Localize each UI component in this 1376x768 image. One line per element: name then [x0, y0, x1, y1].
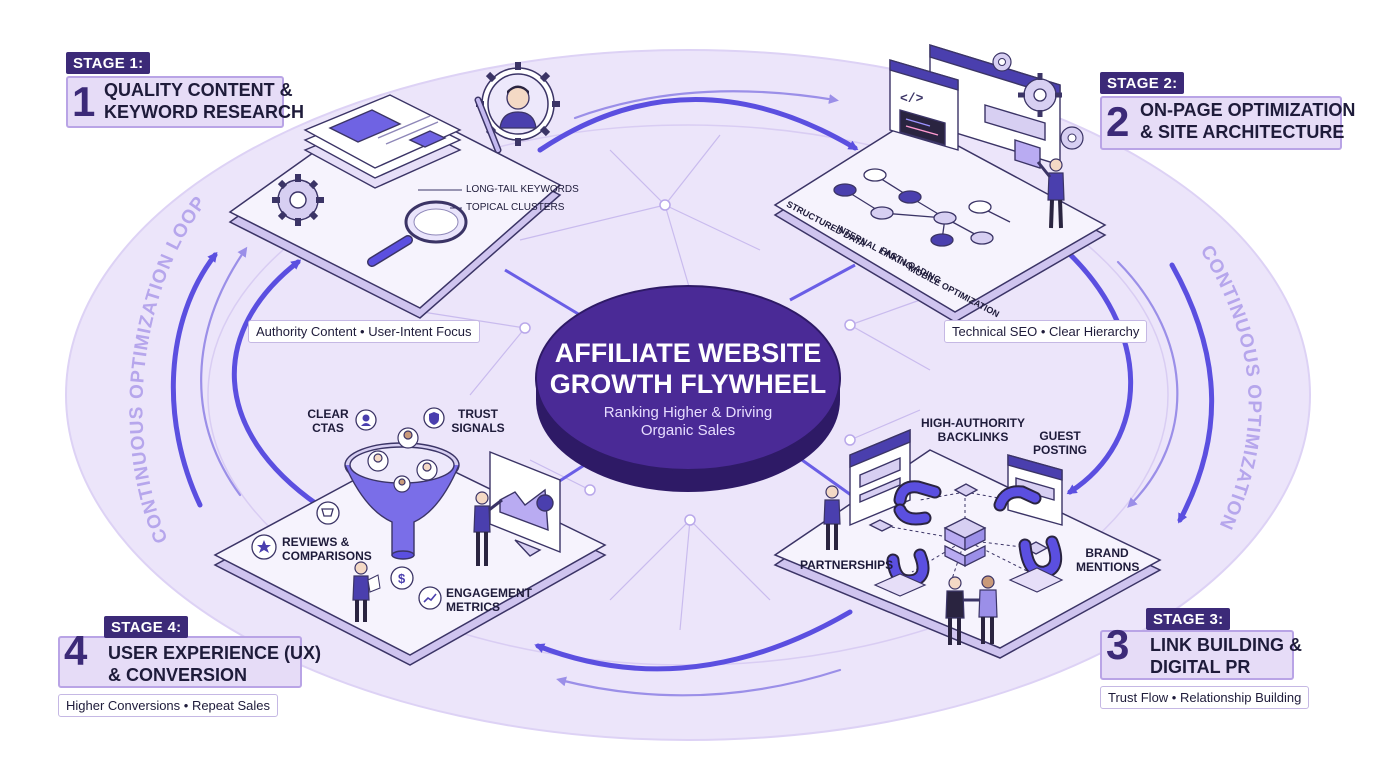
stage3-title-line1: LINK BUILDING & [1150, 635, 1302, 655]
stage3-label-guest-posting: GUEST POSTING [1032, 429, 1087, 457]
stage1-box [66, 76, 284, 128]
stage2-box [1100, 96, 1342, 150]
stage3-tag: STAGE 3: [1146, 608, 1231, 630]
person-circle-icon [355, 409, 377, 431]
stage3-title: LINK BUILDING & DIGITAL PR [1150, 634, 1302, 678]
document-icon [303, 94, 462, 189]
shield-icon [423, 407, 445, 429]
hub-title: AFFILIATE WEBSITE GROWTH FLYWHEEL [538, 338, 838, 400]
magnifier-icon [367, 200, 468, 267]
stage2-tag: STAGE 2: [1100, 72, 1185, 94]
network-lines [409, 134, 931, 631]
stage2-tagline: Technical SEO • Clear Hierarchy [944, 320, 1148, 343]
stage2-title-line2: & SITE ARCHITECTURE [1140, 122, 1345, 142]
code-window-icon: </> [889, 44, 1061, 169]
sitemap-icon [833, 168, 1011, 247]
hub-disc [535, 285, 841, 492]
pencil-icon [474, 96, 502, 154]
star-icon [251, 534, 277, 560]
gear-icon [1060, 126, 1084, 150]
stage3-label-brand-mentions: BRAND MENTIONS [1076, 546, 1140, 574]
hub-title-line1: AFFILIATE WEBSITE [554, 338, 822, 368]
person-icon [352, 561, 381, 622]
stage1-label-pointers [418, 189, 462, 209]
stage3-title-line2: DIGITAL PR [1150, 657, 1251, 677]
stage3-box [1100, 630, 1294, 680]
stage1-tagline: Authority Content • User-Intent Focus [248, 320, 480, 343]
stage4-label-trust-signals: TRUST SIGNALS [451, 407, 505, 435]
stage2-title-line1: ON-PAGE OPTIMIZATION [1140, 100, 1356, 120]
svg-text:</>: </> [900, 91, 924, 106]
cart-icon [316, 501, 340, 525]
stage3-tagline: Trust Flow • Relationship Building [1100, 686, 1310, 709]
hub-subtitle: Ranking Higher & Driving Organic Sales [560, 404, 816, 440]
pedestal-icon [873, 567, 1064, 597]
outer-loop-arrows [200, 90, 1179, 697]
gear-icon [272, 174, 324, 226]
stage4-tagline: Higher Conversions • Repeat Sales [58, 694, 278, 717]
stage3-label-partnerships: PARTNERSHIPS [800, 558, 894, 572]
stage1-tag: STAGE 1: [66, 52, 151, 74]
stage4-title-line1: USER EXPERIENCE (UX) [108, 643, 322, 663]
trend-icon [418, 586, 442, 610]
hub-subtitle-line2: Organic Sales [640, 422, 736, 439]
stage1-label-long-tail: LONG-TAIL KEYWORDS [466, 184, 579, 195]
dollar-icon: $ [390, 566, 414, 590]
server-icon [868, 483, 1049, 568]
stage3-label-backlinks: HIGH-AUTHORITY BACKLINKS [921, 416, 1025, 444]
loop-side-arrows [170, 251, 1215, 524]
stage1-title-line2: KEYWORD RESEARCH [104, 102, 305, 122]
magnet-icon [993, 485, 1042, 512]
stage1-title-line1: QUALITY CONTENT & [104, 80, 293, 100]
dashboard-icon [489, 450, 561, 557]
stage1-title: QUALITY CONTENT & KEYWORD RESEARCH [104, 79, 304, 123]
stage2-title: ON-PAGE OPTIMIZATION & SITE ARCHITECTURE [1140, 99, 1355, 143]
stage4-label-engagement: ENGAGEMENT METRICS [446, 586, 533, 614]
stage4-label-clear-ctas: CLEAR CTAs [307, 407, 349, 435]
gear-icon [992, 52, 1012, 72]
stage4-label-reviews: REVIEWS & COMPARISONS [282, 535, 372, 563]
gear-icon [1018, 73, 1062, 117]
stage1-label-topical: TOPICAL CLUSTERS [466, 202, 565, 213]
magnet-icon [893, 480, 942, 526]
stage1-number: 1 [72, 78, 96, 125]
stage4-title-line2: & CONVERSION [108, 665, 248, 685]
cycle-arrows [231, 97, 1134, 672]
stage4-title: USER EXPERIENCE (UX) & CONVERSION [108, 642, 321, 686]
person-icon [1036, 158, 1065, 229]
hub-subtitle-line1: Ranking Higher & Driving [603, 404, 773, 421]
handshake-icon [945, 575, 998, 645]
stage1-platform [228, 97, 562, 319]
person-icon [473, 491, 503, 566]
stage4-tag: STAGE 4: [104, 616, 189, 638]
svg-text:$: $ [398, 571, 406, 586]
stage3-number: 3 [1106, 621, 1130, 668]
stage2-number: 2 [1106, 98, 1130, 145]
hub-title-line2: GROWTH FLYWHEEL [549, 369, 827, 399]
avatar-icon [367, 427, 438, 493]
person-icon [823, 485, 841, 550]
stage4-number: 4 [64, 627, 88, 674]
